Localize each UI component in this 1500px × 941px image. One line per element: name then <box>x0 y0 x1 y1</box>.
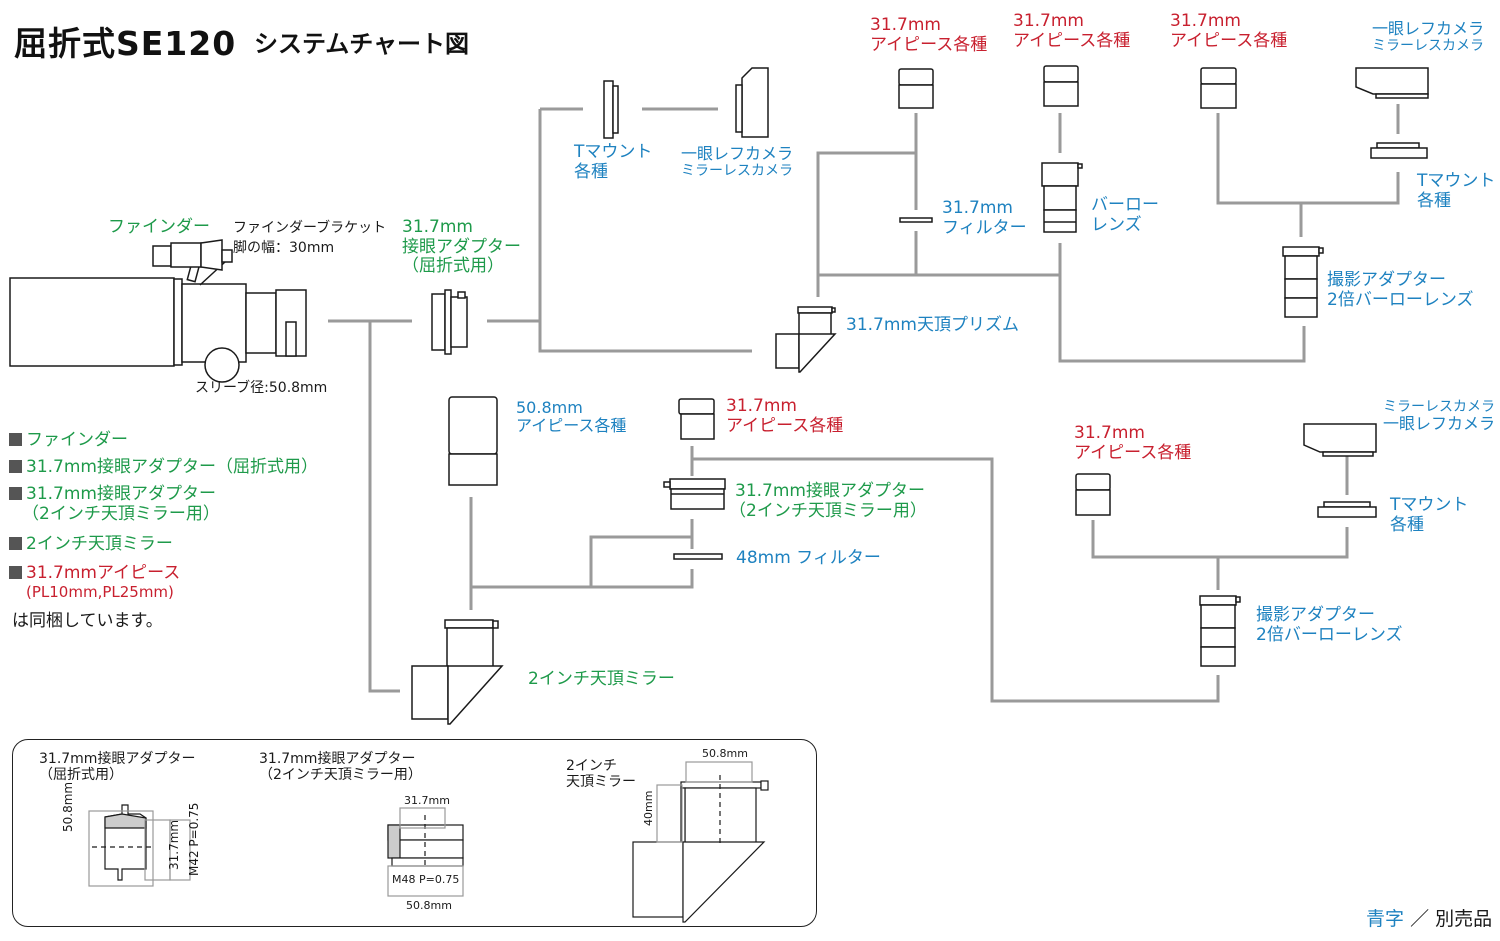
included-item: 31.7mm接眼アダプター （2インチ天頂ミラー用） <box>9 484 220 525</box>
connector-line <box>1091 520 1349 559</box>
camera-top-drawing <box>735 67 769 138</box>
adapter-2inch-label: 31.7mm接眼アダプター （2インチ天頂ミラー用） <box>729 481 927 521</box>
detail-mirror-2inch-drawing <box>632 761 769 923</box>
camera-lowright-drawing <box>1303 423 1377 457</box>
zenith-prism-drawing <box>775 306 837 373</box>
chart-subtitle: システムチャート図 <box>254 30 470 58</box>
t-mount-top-drawing <box>603 80 614 139</box>
connector-line <box>1058 243 1306 363</box>
bullet-square-icon <box>9 487 22 500</box>
t-mount-top-label: Tマウント 各種 <box>574 142 653 182</box>
detail-thread-m48: M48 P=0.75 <box>392 873 460 886</box>
detail-dim-inner: 31.7mm <box>167 819 181 870</box>
included-item: 31.7mmアイピース (PL10mm,PL25mm) <box>9 563 180 601</box>
connector-line <box>471 569 694 589</box>
filter-317-label: 31.7mm フィルター <box>942 198 1027 238</box>
filter-317-drawing <box>899 217 933 223</box>
eyepiece-d-label: 31.7mm アイピース各種 <box>726 396 844 436</box>
detail-dim-bottom: 50.8mm <box>406 899 452 912</box>
bullet-square-icon <box>9 433 22 446</box>
detail-dim-outer: 50.8mm <box>61 781 75 832</box>
detail-mirror-2inch-title: 2インチ 天頂ミラー <box>566 758 636 791</box>
photo-adapter-top-drawing <box>1282 246 1324 318</box>
eyepiece-508-drawing <box>448 396 498 486</box>
camera-top-label: 一眼レフカメラ ミラーレスカメラ <box>681 144 794 180</box>
included-item: 31.7mm接眼アダプター（屈折式用） <box>9 457 318 477</box>
eyepiece-d-drawing <box>678 398 715 440</box>
photo-adapter-low-drawing <box>1199 595 1241 667</box>
t-mount-right-label: Tマウント 各種 <box>1417 171 1496 211</box>
bullet-square-icon <box>9 566 22 579</box>
telescope-drawing <box>9 239 307 383</box>
zenith-prism-label: 31.7mm天頂プリズム <box>846 315 1019 335</box>
camera-topright-label: 一眼レフカメラ ミラーレスカメラ <box>1372 19 1485 55</box>
barlow-drawing <box>1041 162 1083 233</box>
finder-label: ファインダー <box>108 217 210 237</box>
detail-adapter-2inch-drawing <box>387 807 464 897</box>
eyepiece-508-label: 50.8mm アイピース各種 <box>516 398 627 436</box>
component-drawings <box>9 65 1429 923</box>
detail-panel <box>12 739 817 927</box>
detail-adapter-refractor-title: 31.7mm接眼アダプター （屈折式用） <box>39 751 196 784</box>
eyepiece-c-label: 31.7mm アイピース各種 <box>1170 11 1288 51</box>
mirror-2inch-drawing <box>411 619 504 725</box>
included-note: は同梱しています。 <box>12 611 163 631</box>
adapter-2inch-drawing <box>663 478 726 510</box>
connector-line <box>1216 113 1400 205</box>
detail-dim-side: 40mm <box>642 790 655 826</box>
bullet-square-icon <box>9 460 22 473</box>
camera-lowright-label: ミラーレスカメラ 一眼レフカメラ <box>1383 399 1496 434</box>
footnote-text: 別売品 <box>1435 908 1493 930</box>
eyepiece-c-drawing <box>1200 67 1237 109</box>
filter-48-label: 48mm フィルター <box>736 548 881 568</box>
t-mount-right-drawing <box>1370 142 1428 159</box>
connector-line <box>589 535 692 587</box>
detail-dim-top: 31.7mm <box>404 794 450 807</box>
chart-title: 屈折式SE120 <box>14 24 237 63</box>
photo-adapter-top-label: 撮影アダプター 2倍バーローレンズ <box>1327 270 1474 310</box>
adapter-refractor-label: 31.7mm 接眼アダプター （屈折式用） <box>402 217 521 277</box>
connector-line <box>538 109 752 353</box>
footnote: 青字 ／ 別売品 <box>1366 908 1493 931</box>
sleeve-label: スリーブ径:50.8mm <box>195 380 328 396</box>
bullet-square-icon <box>9 537 22 550</box>
eyepiece-e-drawing <box>1075 473 1111 516</box>
detail-adapter-2inch-title: 31.7mm接眼アダプター （2インチ天頂ミラー用） <box>259 751 422 784</box>
footnote-separator: ／ <box>1410 908 1430 930</box>
included-item: ファインダー <box>9 430 128 450</box>
eyepiece-a-label: 31.7mm アイピース各種 <box>870 15 988 55</box>
connector-lines <box>328 104 1400 703</box>
detail-thread-m42: M42 P=0.75 <box>187 802 201 876</box>
connector-line <box>816 151 916 297</box>
camera-topright-drawing <box>1355 67 1429 99</box>
t-mount-low-label: Tマウント 各種 <box>1390 495 1469 535</box>
eyepiece-a-drawing <box>898 68 934 109</box>
mirror-2inch-label: 2インチ天頂ミラー <box>528 669 675 689</box>
t-mount-low-drawing <box>1317 501 1377 518</box>
connector-line <box>368 321 400 693</box>
photo-adapter-low-label: 撮影アダプター 2倍バーローレンズ <box>1256 605 1403 645</box>
included-item: 2インチ天頂ミラー <box>9 534 173 554</box>
detail-adapter-refractor-drawing <box>88 804 191 887</box>
eyepiece-b-drawing <box>1043 65 1079 107</box>
filter-48-drawing <box>673 553 723 560</box>
footnote-blue-text: 青字 <box>1366 908 1405 930</box>
eyepiece-e-label: 31.7mm アイピース各種 <box>1074 423 1192 463</box>
detail-dim-top-mirror: 50.8mm <box>702 747 748 760</box>
bracket-label: ファインダーブラケット <box>233 220 387 236</box>
eyepiece-b-label: 31.7mm アイピース各種 <box>1013 11 1131 51</box>
bracket-width-label: 脚の幅：30mm <box>233 240 335 256</box>
barlow-label: バーロー レンズ <box>1091 195 1159 235</box>
connector-line <box>692 457 1220 703</box>
adapter-refractor-drawing <box>431 289 468 355</box>
